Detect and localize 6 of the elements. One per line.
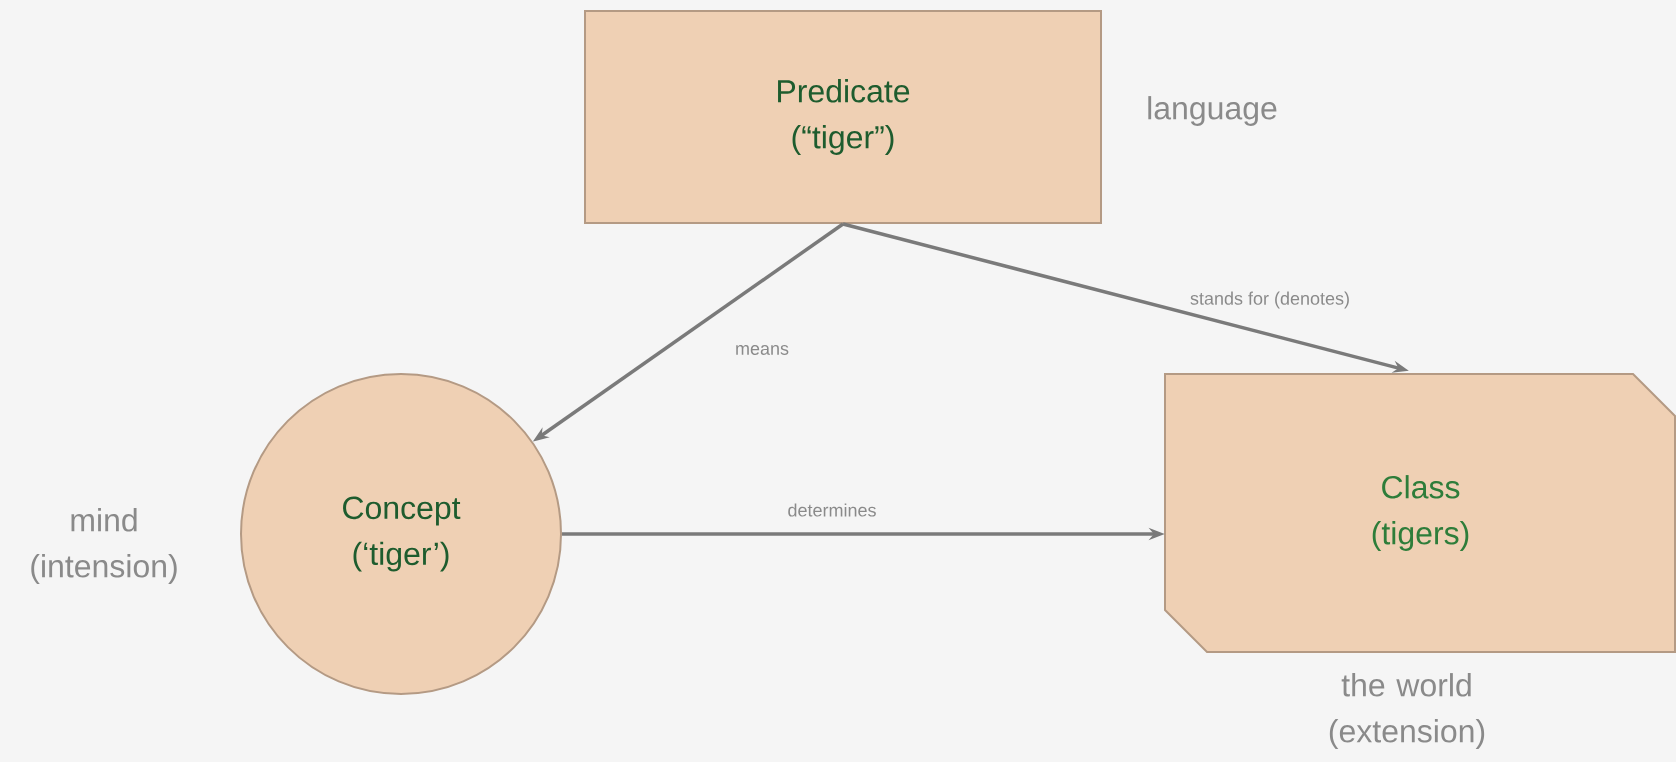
edge-label: determines: [788, 503, 876, 517]
side-label: mind (intension): [31, 508, 177, 584]
side-label: language: [1148, 96, 1277, 126]
edge-label: means: [736, 345, 789, 355]
text-box: Predicate (“tiger”): [584, 10, 1102, 224]
edge-label: stands for (denotes): [1190, 291, 1349, 309]
